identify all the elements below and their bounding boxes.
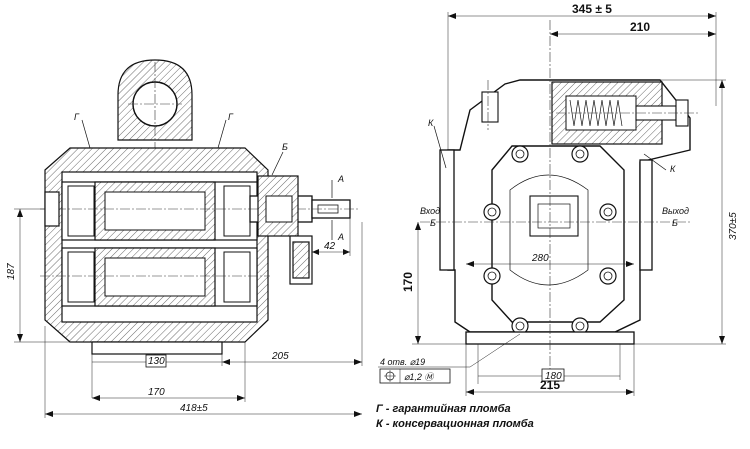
label-g-left: Г: [74, 112, 80, 122]
cover-bolts: [483, 145, 617, 335]
label-b-left: Б: [430, 218, 436, 228]
left-section-view: [40, 59, 360, 360]
label-b-right: Б: [672, 218, 678, 228]
label-outlet: Выход: [662, 206, 689, 216]
dim-42: 42: [324, 241, 336, 252]
dim-280: 280: [531, 253, 549, 264]
position-tolerance-frame: [379, 368, 451, 384]
outlet-flange: [639, 159, 653, 271]
dim-130: 130: [148, 356, 165, 367]
label-a-top: А: [337, 174, 344, 184]
rotor-cover: [509, 174, 589, 286]
cover-face: [491, 145, 625, 323]
base-foot: [91, 341, 223, 355]
right-dimensions: [378, 12, 726, 396]
label-a-bottom: А: [337, 232, 344, 242]
dim-370: 370±5: [728, 212, 739, 240]
top-bolt: [481, 91, 499, 123]
label-k-top: К: [428, 118, 434, 128]
left-dimensions: [14, 208, 363, 418]
dim-418: 418±5: [180, 403, 208, 414]
right-front-view: [420, 20, 700, 390]
dim-187: 187: [6, 263, 17, 280]
inlet-flange: [439, 149, 455, 271]
dim-170: 170: [148, 387, 165, 398]
label-g-right: Г: [228, 112, 234, 122]
note-g: Г - гарантийная пломба: [376, 403, 511, 415]
dim-210: 210: [630, 20, 650, 34]
nameplate: [529, 195, 579, 237]
dim-170-right: 170: [401, 272, 415, 292]
dim-180: 180: [545, 371, 562, 382]
label-k-right: К: [670, 164, 676, 174]
label-b: Б: [282, 142, 288, 152]
hole-count: 4 отв. ⌀19: [380, 357, 425, 367]
hole-position: ⌀1,2 Ⓜ: [404, 372, 435, 382]
label-inlet: Вход: [420, 206, 440, 216]
dim-215: 215: [540, 378, 560, 392]
dim-205: 205: [271, 351, 289, 362]
dim-345: 345 ± 5: [572, 2, 612, 16]
note-k: К - консервационная пломба: [376, 418, 534, 430]
